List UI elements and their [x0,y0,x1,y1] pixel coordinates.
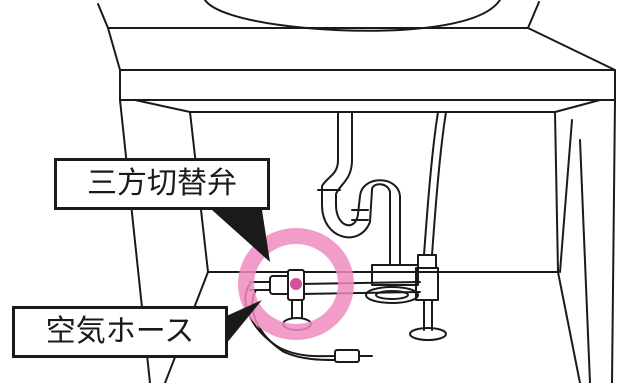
cabinet [107,27,616,383]
valve-highlight-ring [238,228,354,340]
three-way-valve-label: 三方切替弁 [54,158,270,210]
valve-accent [290,278,302,290]
sink-basin [97,0,540,32]
supply-pipe [299,111,447,341]
valve-callout-pointer [212,210,270,262]
drain-trap [317,111,419,304]
air-hose-label: 空気ホース [12,306,228,358]
hose-callout-pointer [222,300,262,344]
